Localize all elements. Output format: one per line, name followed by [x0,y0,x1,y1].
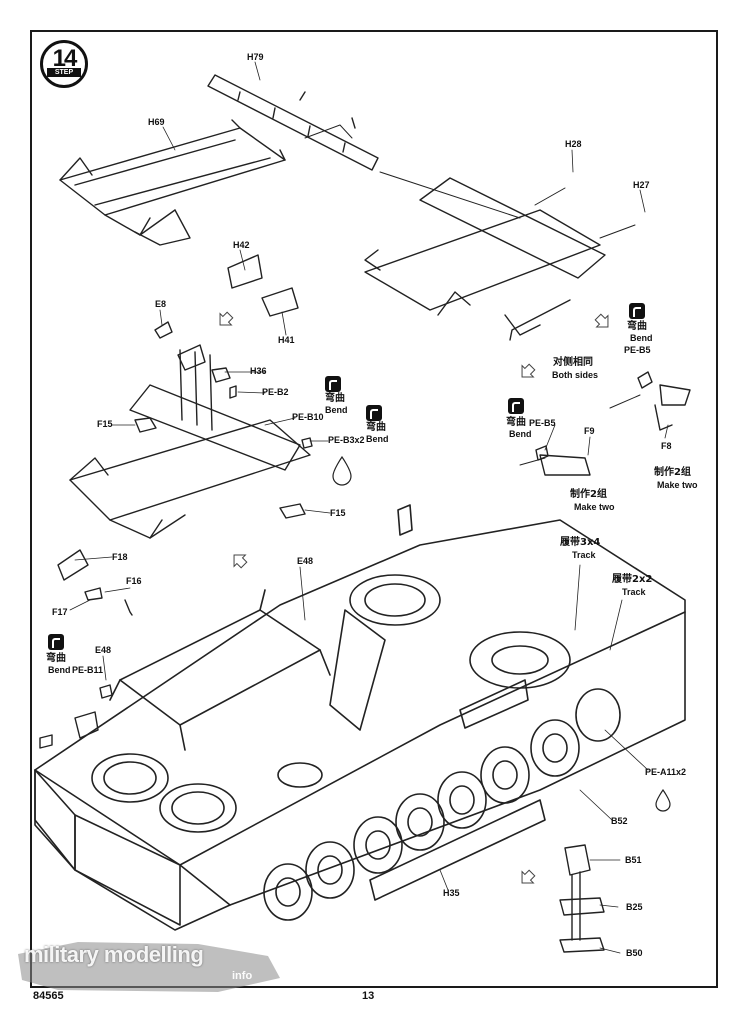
bend-note-cn: 弯曲 [627,321,647,332]
hull-body [34,504,686,931]
watermark-text: military modelling [24,942,204,967]
part-label-h69: H69 [148,117,165,127]
part-label-h35: H35 [443,888,460,898]
bend-icon [629,303,645,319]
bend-icon [508,398,524,414]
both-sides-note-cn: 对侧相同 [553,357,593,368]
make-two-note-en: Make two [574,502,615,512]
bend-note-cn: 弯曲 [506,417,526,428]
part-label-pe-a11x2: PE-A11x2 [645,767,687,777]
part-label-f15-left: F15 [97,419,113,429]
track-note-en: Track [572,550,596,560]
part-label-pe-b2: PE-B2 [262,387,289,397]
small-parts [39,321,691,749]
page-frame [30,30,718,988]
bend-note-en: Bend [366,434,389,444]
h79-beam [207,74,379,171]
track-note-en: Track [622,587,646,597]
part-label-pe-b11: PE-B11 [72,665,104,675]
part-label-b50: B50 [626,948,643,958]
part-label-b25: B25 [626,902,643,912]
h42-h41-brackets [227,254,299,317]
kit-number: 84565 [33,990,64,1002]
step-number: 14 [52,45,78,72]
make-two-note-cn: 制作2组 [570,489,607,500]
part-label-e48-left: E48 [95,645,112,655]
bend-note-cn: 弯曲 [366,422,386,433]
step-label: STEP [47,68,81,77]
part-label-h42: H42 [233,240,250,250]
bend-note-cn: 弯曲 [325,393,345,404]
both-sides-note-en: Both sides [552,370,599,380]
part-label-f8: F8 [661,441,672,451]
watermark-sub: info [232,970,253,982]
part-label-h28: H28 [565,139,582,149]
part-label-f17: F17 [52,607,68,617]
right-frame [364,177,606,341]
part-label-e8: E8 [155,299,167,309]
part-label-b52: B52 [611,816,628,826]
part-label-h36: H36 [250,366,267,376]
assembly-arrows [304,124,641,466]
track-3x4-note-cn: 履带3x4 [560,537,601,548]
middle-frame [69,349,311,539]
bend-note-en: Bend [48,665,71,675]
part-label-b51: B51 [625,855,642,865]
bend-note-en: Bend [630,333,653,343]
bend-note-en: Bend [325,405,348,415]
part-label-pe-b3x2: PE-B3x2 [328,435,365,445]
step-badge: 14 STEP [40,40,88,88]
bend-icon [325,376,341,392]
part-label-f16: F16 [126,576,142,586]
bend-note-en: Bend [509,429,532,439]
part-label-f18: F18 [112,552,128,562]
glue-icons [332,455,671,812]
track-2x2-note-cn: 履带2x2 [612,574,653,585]
page-number: 13 [362,990,375,1002]
part-label-e48-mid: E48 [297,556,314,566]
leader-lines [69,61,669,954]
bend-icon [366,405,382,421]
part-label-h79: H79 [247,52,264,62]
part-label-pe-b5: PE-B5 [529,418,556,428]
bend-icon [48,634,64,650]
part-label-h41: H41 [278,335,295,345]
h69-frame [59,119,286,246]
part-label-pe-b5: PE-B5 [624,345,651,355]
part-label-pe-b10: PE-B10 [292,412,324,422]
b-bracket [559,844,605,953]
watermark: military modelling info [18,934,286,994]
make-two-note-en: Make two [657,480,698,490]
make-two-note-cn: 制作2组 [654,467,691,478]
part-label-f15-right: F15 [330,508,346,518]
part-label-f9: F9 [584,426,595,436]
bend-note-cn: 弯曲 [46,653,66,664]
part-label-h27: H27 [633,180,650,190]
